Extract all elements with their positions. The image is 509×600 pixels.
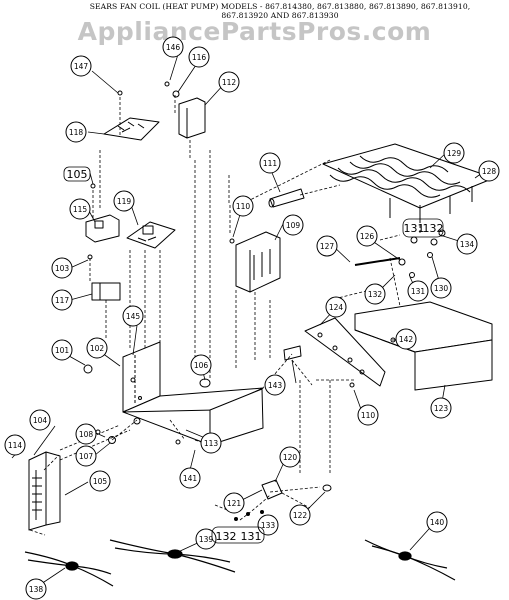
callout-124: 124 — [329, 303, 344, 312]
wire-harness-parts — [24, 539, 456, 587]
callout-117: 117 — [55, 296, 70, 305]
fastener-markers — [234, 510, 264, 521]
callout-109: 109 — [286, 221, 301, 230]
bracket-part — [91, 282, 121, 301]
part-143 — [283, 345, 302, 361]
callout-121: 121 — [227, 499, 242, 508]
handwritten-labels: 105 131 132 132 131 — [63, 166, 444, 544]
main-cabinet-part — [122, 341, 264, 446]
callout-114: 114 — [8, 441, 23, 450]
callout-111: 111 — [263, 159, 278, 168]
callout-113: 113 — [204, 439, 219, 448]
handwritten-label-132-b: 132 — [216, 530, 237, 543]
heater-hardware-parts — [398, 229, 446, 278]
callout-103: 103 — [55, 264, 70, 273]
rod-part — [354, 257, 401, 266]
handwritten-label-132: 132 — [423, 222, 444, 235]
callout-131: 131 — [411, 287, 426, 296]
handwritten-label-131-b: 131 — [241, 530, 262, 543]
callout-147: 147 — [74, 62, 89, 71]
callout-104: 104 — [33, 416, 48, 425]
callout-115: 115 — [73, 205, 88, 214]
callout-146: 146 — [166, 43, 181, 52]
callout-133: 133 — [261, 521, 276, 530]
callout-139: 139 — [199, 535, 214, 544]
callout-127: 127 — [320, 242, 335, 251]
callout-119: 119 — [117, 197, 132, 206]
control-box-part — [28, 451, 61, 531]
callout-130: 130 — [434, 284, 449, 293]
callout-141: 141 — [183, 474, 198, 483]
callout-132: 132 — [368, 290, 383, 299]
callout-129: 129 — [447, 149, 462, 158]
tray-part — [354, 301, 493, 391]
plug-part — [322, 484, 332, 492]
diagram-header: SEARS FAN COIL (HEAT PUMP) MODELS - 867.… — [60, 2, 500, 20]
callout-122: 122 — [293, 511, 308, 520]
callout-101: 101 — [55, 346, 70, 355]
terminal-board-part — [103, 117, 160, 141]
callout-143: 143 — [268, 381, 283, 390]
mounting-panel-part — [304, 317, 386, 387]
callout-102: 102 — [90, 344, 105, 353]
callout-140: 140 — [430, 518, 445, 527]
callout-145: 145 — [126, 312, 141, 321]
relay-part — [85, 214, 120, 243]
switch-part — [261, 479, 283, 500]
callout-108: 108 — [79, 430, 94, 439]
callout-labels: 147 146 116 112 118 115 119 111 110 109 … — [8, 43, 497, 594]
header-line-2: 867.813920 AND 867.813930 — [221, 11, 339, 20]
callout-112: 112 — [222, 78, 237, 87]
capacitor-part — [268, 188, 305, 208]
heater-coil-part — [322, 143, 495, 223]
motor-part — [235, 231, 281, 293]
callout-134: 134 — [460, 240, 475, 249]
callout-123: 123 — [434, 404, 449, 413]
callout-138: 138 — [29, 585, 44, 594]
handwritten-label-131: 131 — [404, 222, 425, 235]
part-112 — [178, 97, 206, 139]
callout-106: 106 — [194, 361, 209, 370]
callout-110: 110 — [236, 202, 251, 211]
callout-105: 105 — [93, 477, 108, 486]
callout-120: 120 — [283, 453, 298, 462]
callout-107: 107 — [79, 452, 94, 461]
callout-116: 116 — [192, 53, 207, 62]
callout-126: 126 — [360, 232, 375, 241]
handwritten-label-105: 105 — [67, 168, 88, 181]
callout-128: 128 — [482, 167, 497, 176]
callout-142: 142 — [399, 335, 414, 344]
callout-110-b: 110 — [361, 411, 376, 420]
callout-118: 118 — [69, 128, 84, 137]
transformer-board-part — [126, 221, 176, 249]
header-line-1: SEARS FAN COIL (HEAT PUMP) MODELS - 867.… — [89, 2, 471, 11]
